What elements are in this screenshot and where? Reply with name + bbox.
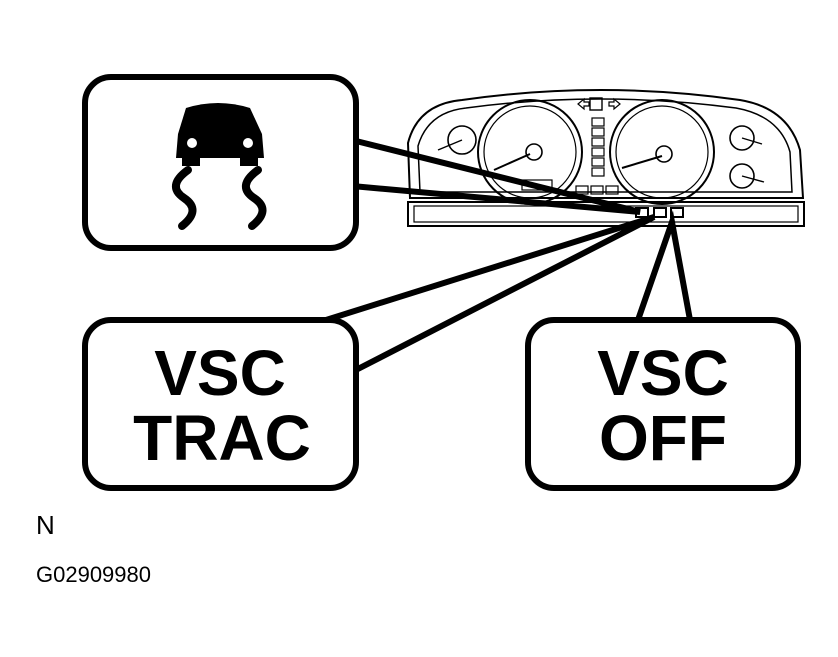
vsc-trac-line1: VSC	[154, 337, 286, 409]
warning-lamp-column	[591, 117, 605, 177]
vsc-off-leader	[635, 210, 693, 321]
speedometer-gauge	[477, 99, 583, 205]
right-upper-gauge	[729, 125, 755, 151]
figure-id-label: G02909980	[36, 562, 151, 587]
vsc-off-callout-box	[525, 317, 801, 491]
vsc-trac-line2: TRAC	[133, 402, 311, 474]
slip-callout	[82, 74, 359, 251]
indicator-lamp-icon	[635, 207, 684, 218]
vsc-off-line1: VSC	[597, 337, 729, 409]
left-arrow-icon	[577, 97, 590, 111]
slip-callout-box	[82, 74, 359, 251]
gauge-cluster-icon	[406, 89, 805, 227]
skid-car-icon	[172, 103, 267, 230]
cluster-housing	[406, 89, 805, 199]
lower-lamp-row	[575, 185, 619, 195]
vsc-trac-callout-box	[82, 317, 359, 491]
leader-lines	[325, 137, 693, 375]
vsc-trac-indicator-lamp	[653, 207, 667, 218]
vsc-trac-leader	[325, 214, 656, 375]
cluster-inner-housing	[417, 98, 793, 193]
vsc-trac-callout: VSC TRAC	[82, 317, 359, 491]
slip-leader	[351, 137, 641, 215]
vsc-off-callout: VSC OFF	[525, 317, 801, 491]
tachometer-gauge	[609, 99, 715, 205]
orientation-label: N	[36, 510, 55, 540]
left-small-gauge	[447, 125, 477, 155]
right-arrow-icon	[608, 97, 621, 111]
vsc-off-indicator-lamp	[670, 207, 684, 218]
vsc-off-line2: OFF	[599, 402, 727, 474]
right-lower-gauge	[729, 163, 755, 189]
